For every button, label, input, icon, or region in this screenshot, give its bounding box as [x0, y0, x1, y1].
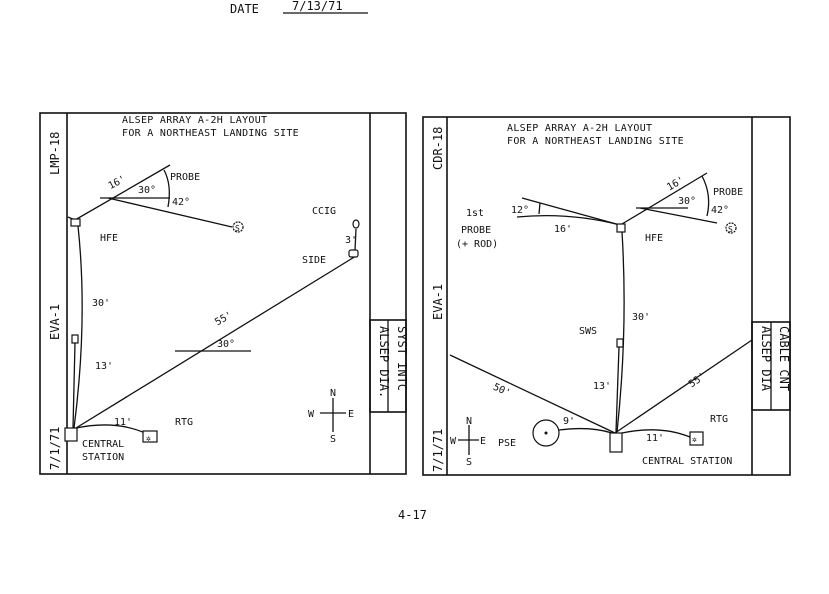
right-hfe-cable: 30': [632, 312, 650, 323]
right-pse-label: PSE: [498, 438, 516, 449]
right-title-2: FOR A NORTHEAST LANDING SITE: [507, 136, 684, 147]
svg-text:N: N: [466, 416, 472, 427]
svg-text:W: W: [450, 436, 457, 447]
left-sws-box: [71, 334, 79, 344]
svg-text:S: S: [330, 434, 336, 445]
left-rtg-cable: 11': [114, 417, 132, 428]
left-side-cable: 55': [213, 310, 234, 329]
left-central-2: STATION: [82, 452, 124, 463]
left-title-2: FOR A NORTHEAST LANDING SITE: [122, 128, 299, 139]
right-right-cable: 55': [687, 371, 708, 390]
left-central-1: CENTRAL: [82, 439, 124, 450]
right-first-label: 1st: [466, 208, 484, 219]
right-side-mid: EVA-1: [431, 284, 445, 320]
left-diagram: SYST INTC ALSEP DIA. LMP-18 EVA-1 7/1/71…: [39, 112, 409, 475]
left-tab-line1: SYST INTC: [395, 326, 409, 391]
right-tab-line1: CABLE CNT: [777, 326, 791, 391]
left-compass-icon: N S W E: [308, 388, 354, 445]
right-first-angle: 12°: [511, 205, 529, 216]
right-sws-label: SWS: [579, 326, 597, 337]
right-side-bottom: 7/1/71: [431, 429, 445, 472]
left-title-1: ALSEP ARRAY A-2H LAYOUT: [122, 115, 267, 126]
sun-icon: S: [232, 221, 244, 233]
svg-text:W: W: [308, 409, 315, 420]
right-probe-angle2: 42°: [711, 205, 729, 216]
right-central-station: [609, 432, 623, 453]
right-side-top: CDR-18: [431, 127, 445, 170]
right-frame: [422, 116, 791, 476]
right-first-length: 16': [554, 224, 572, 235]
svg-text:✲: ✲: [692, 435, 697, 444]
left-side-angle: 30°: [217, 339, 235, 350]
svg-text:S: S: [466, 457, 472, 468]
left-probe-length: 16': [107, 174, 128, 192]
right-hfe-box: [616, 223, 626, 233]
left-side-top: LMP-18: [48, 132, 62, 175]
right-first-rod: (+ ROD): [456, 239, 498, 250]
right-probe-length: 16': [665, 175, 686, 194]
svg-text:N: N: [330, 388, 336, 399]
left-side-label: SIDE: [302, 255, 326, 266]
left-sws-cable: 13': [95, 361, 113, 372]
left-frame: [39, 112, 407, 475]
right-compass-icon: N S W E: [450, 416, 486, 468]
left-tab-line2: ALSEP DIA.: [377, 326, 391, 398]
right-rtg-label: RTG: [710, 414, 728, 425]
right-title-1: ALSEP ARRAY A-2H LAYOUT: [507, 123, 652, 134]
left-hfe-label: HFE: [100, 233, 118, 244]
right-tab-line2: ALSEP DIA: [759, 326, 773, 392]
left-rtg-label: RTG: [175, 417, 193, 428]
left-probe-label: PROBE: [170, 172, 200, 183]
right-pse-cable: 9': [563, 416, 575, 427]
right-central-label: CENTRAL STATION: [642, 456, 732, 467]
sun-icon: S: [725, 222, 737, 234]
left-side-box: [348, 249, 359, 258]
right-rtg-box: [689, 431, 704, 446]
left-side-bottom: 7/1/71: [48, 427, 62, 470]
right-rtg-cable: 11': [646, 433, 664, 444]
left-rtg-box: [142, 430, 158, 443]
date-value: 7/13/71: [292, 0, 343, 13]
right-probe-angle: 30°: [678, 196, 696, 207]
svg-text:E: E: [480, 436, 486, 447]
left-hfe-cable: 30': [92, 298, 110, 309]
left-hfe-box: [70, 218, 81, 227]
right-diagram: CABLE CNT ALSEP DIA CDR-18 EVA-1 7/1/71 …: [422, 116, 791, 476]
left-ccig: [352, 219, 360, 229]
right-sws-box: [616, 338, 624, 348]
right-left-cable: 50': [491, 382, 512, 400]
left-side-mid: EVA-1: [48, 304, 62, 340]
left-probe-angle: 30°: [138, 185, 156, 196]
svg-text:✲: ✲: [146, 434, 151, 443]
left-central-station: [64, 427, 78, 442]
right-hfe-label: HFE: [645, 233, 663, 244]
svg-text:S: S: [728, 225, 733, 234]
right-sws-cable: 13': [593, 381, 611, 392]
left-probe-angle2: 42°: [172, 197, 190, 208]
left-ccig-label: CCIG: [312, 206, 336, 217]
right-probe-label: PROBE: [713, 187, 743, 198]
svg-text:S: S: [235, 224, 240, 233]
page-number: 4-17: [398, 508, 427, 522]
date-label: DATE: [230, 2, 259, 16]
left-ccig-cable: 3': [345, 235, 357, 246]
right-first-probe: PROBE: [461, 225, 491, 236]
svg-text:E: E: [348, 409, 354, 420]
